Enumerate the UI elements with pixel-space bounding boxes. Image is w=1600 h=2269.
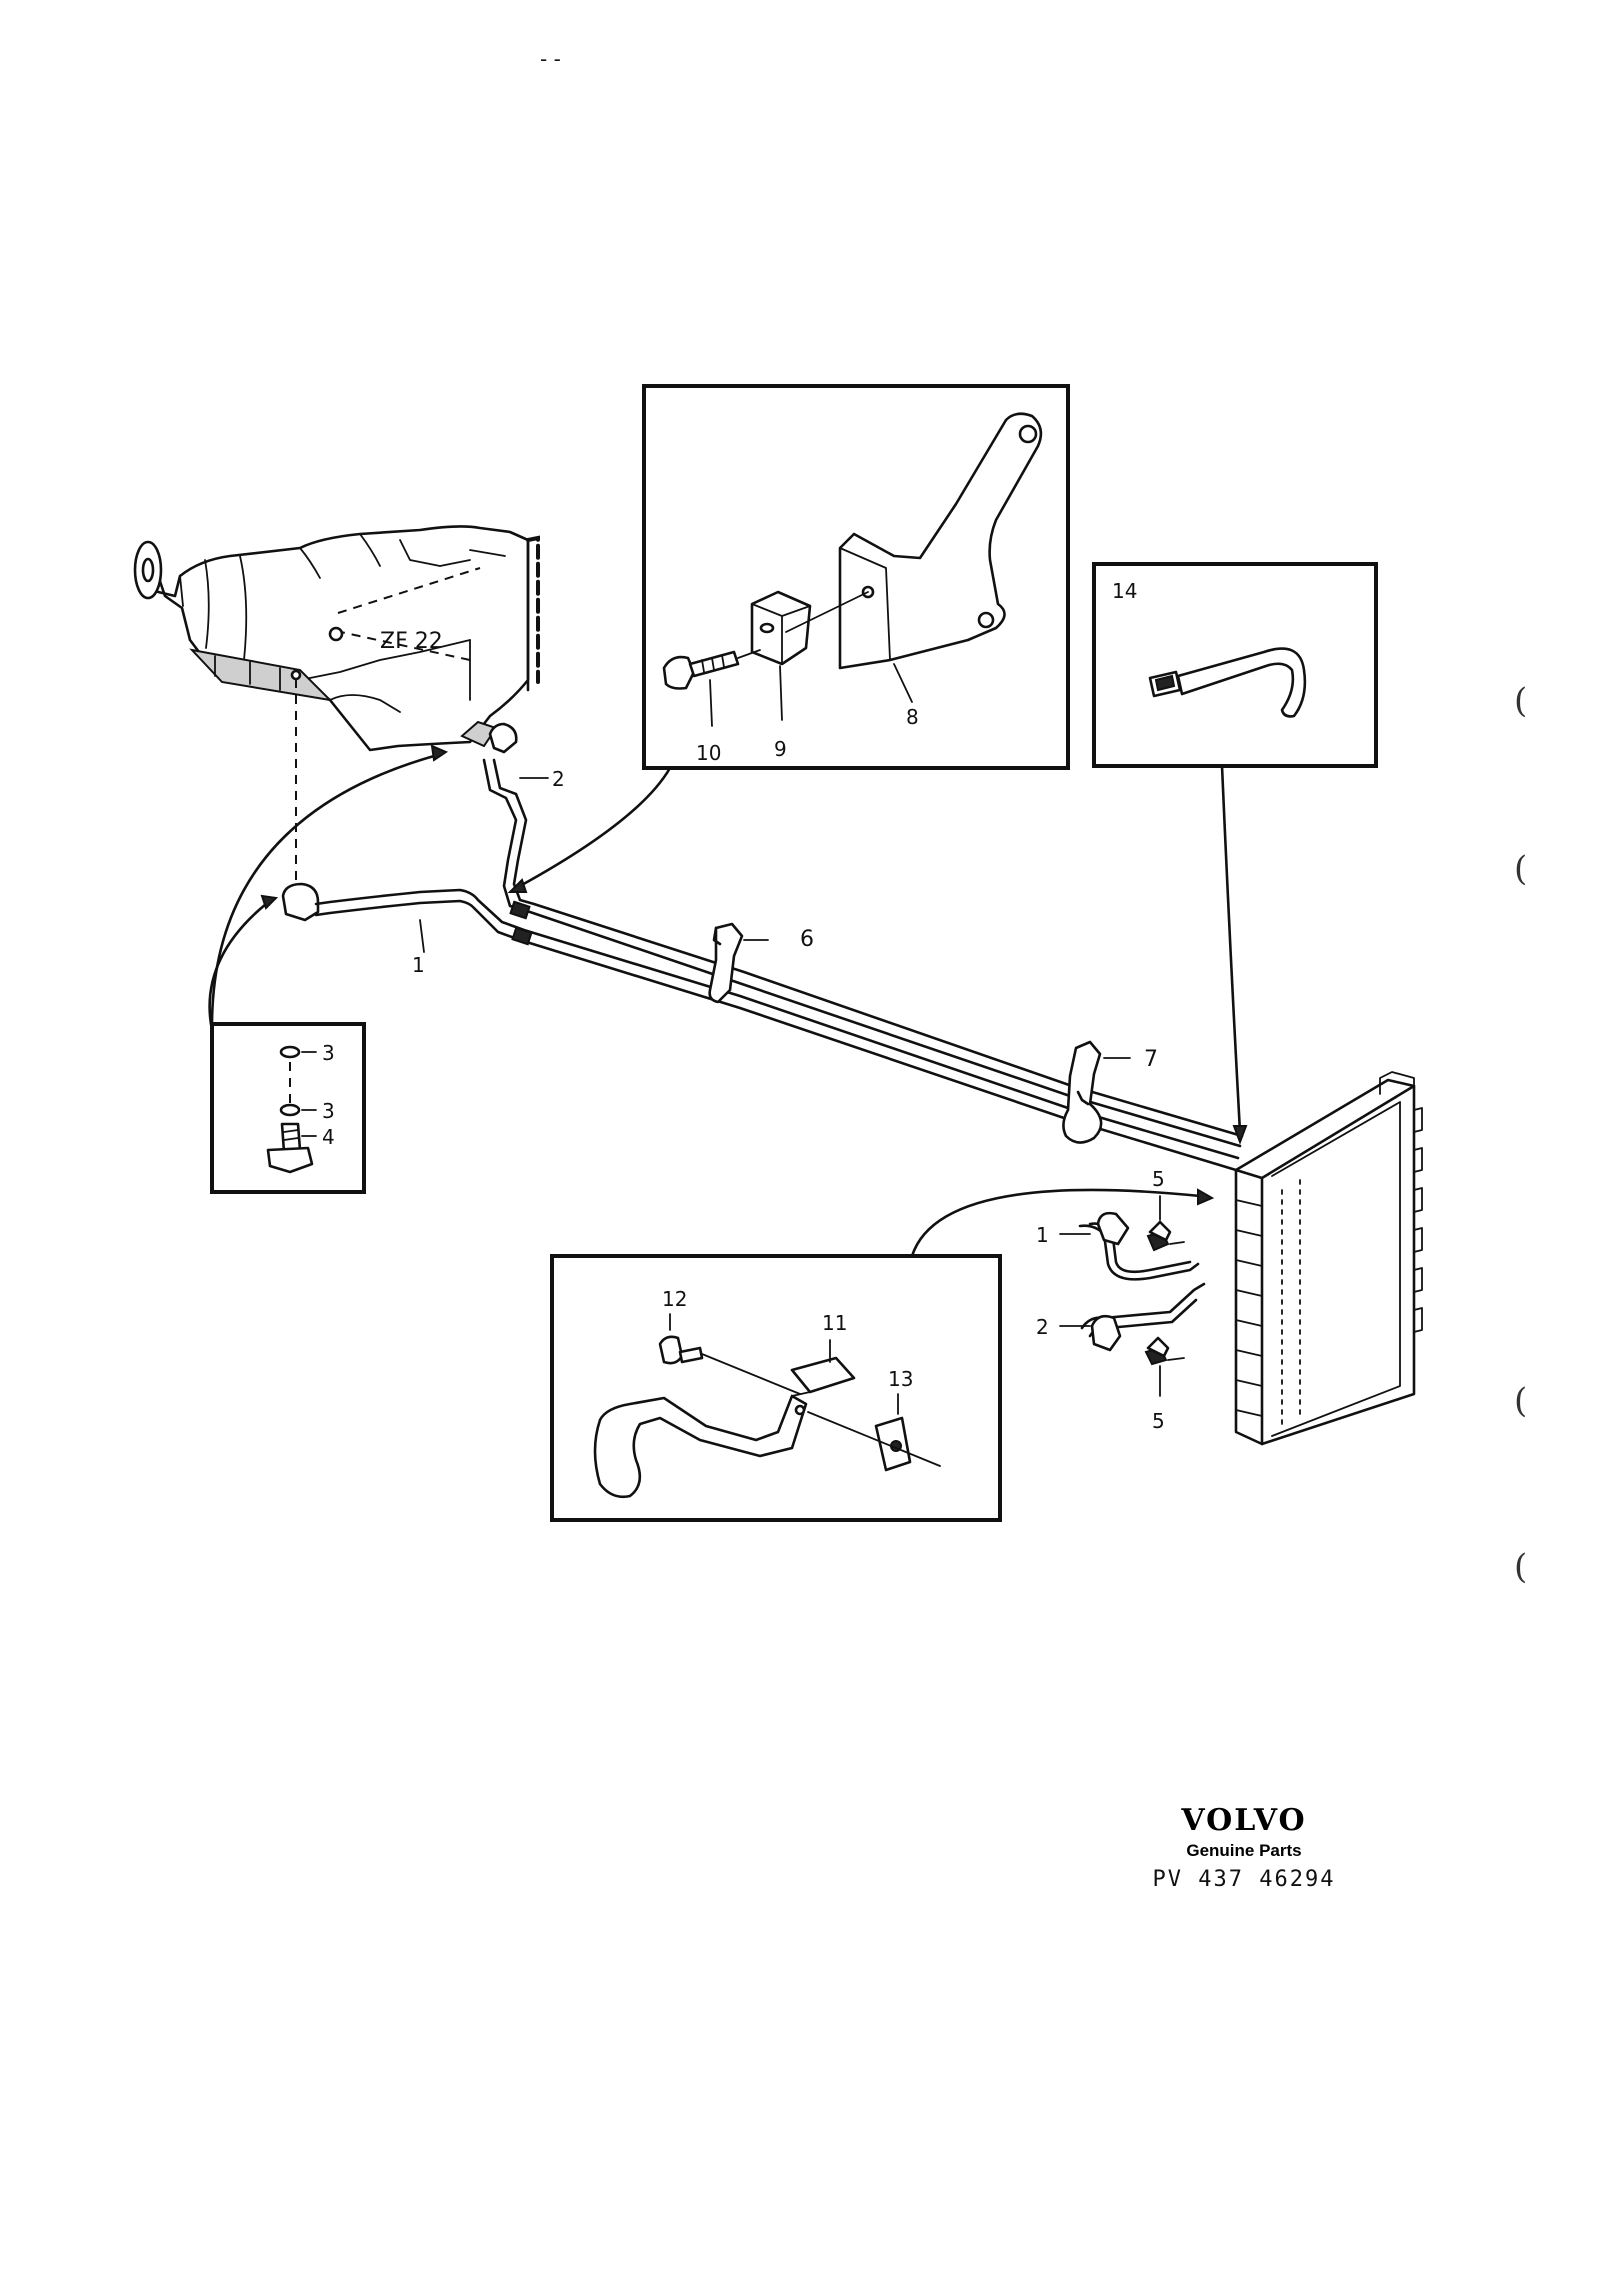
callout-12: 12 — [662, 1287, 687, 1311]
arrow-bracket-to-pipe — [518, 766, 672, 888]
callout-1-cooler: 1 — [1036, 1223, 1049, 1247]
callout-6: 6 — [800, 927, 814, 952]
arrow-bracket-to-cooler — [910, 1188, 1202, 1258]
callout-1-main: 1 — [412, 953, 425, 977]
callout-3a: 3 — [322, 1041, 335, 1065]
callout-11: 11 — [822, 1311, 847, 1335]
brand-logo: VOLVO — [1180, 1803, 1306, 1838]
callout-5-top: 5 — [1152, 1167, 1165, 1191]
callout-5-bottom: 5 — [1152, 1409, 1165, 1433]
arrow-strap-to-cooler — [1220, 764, 1242, 1134]
footer-brand: VOLVO Genuine Parts PV 437 46294 — [1153, 1803, 1336, 1892]
gearbox-illustration: ZF 22 — [133, 525, 540, 900]
inset-bracket: 10 9 8 — [642, 384, 1070, 770]
margin-mark-1: ( — [1514, 681, 1527, 721]
diagram-code: PV 437 46294 — [1153, 1867, 1336, 1892]
callout-2-cooler: 2 — [1036, 1315, 1049, 1339]
callout-2-main: 2 — [552, 767, 565, 791]
callout-3b: 3 — [322, 1099, 335, 1123]
margin-mark-4: ( — [1514, 1547, 1527, 1587]
margin-mark-2: ( — [1514, 849, 1527, 889]
gearbox-label: ZF 22 — [380, 629, 443, 654]
margin-mark-3: ( — [1514, 1381, 1527, 1421]
callout-14: 14 — [1112, 579, 1137, 603]
callout-4: 4 — [322, 1125, 335, 1149]
clamp-6: 6 — [708, 922, 814, 1004]
callout-8: 8 — [906, 705, 919, 729]
callout-7: 7 — [1144, 1047, 1158, 1072]
brand-subtitle: Genuine Parts — [1186, 1841, 1301, 1860]
callout-10: 10 — [696, 741, 721, 765]
clamp-7: 7 — [1062, 1040, 1158, 1144]
inset-cooler-bracket: 12 11 13 — [550, 1254, 1002, 1522]
oil-cooler-pipes — [281, 722, 1244, 1172]
cooler-connections: 5 1 5 2 — [1036, 1167, 1206, 1433]
callout-9: 9 — [774, 737, 787, 761]
scan-mark: - - — [540, 47, 561, 71]
oil-cooler-radiator — [1234, 1071, 1423, 1446]
arrow-inset-to-upper-port — [210, 754, 436, 1032]
inset-strap: 14 — [1092, 562, 1378, 768]
callout-13: 13 — [888, 1367, 913, 1391]
inset-banjo-bolt: 3 3 4 — [210, 1022, 366, 1194]
